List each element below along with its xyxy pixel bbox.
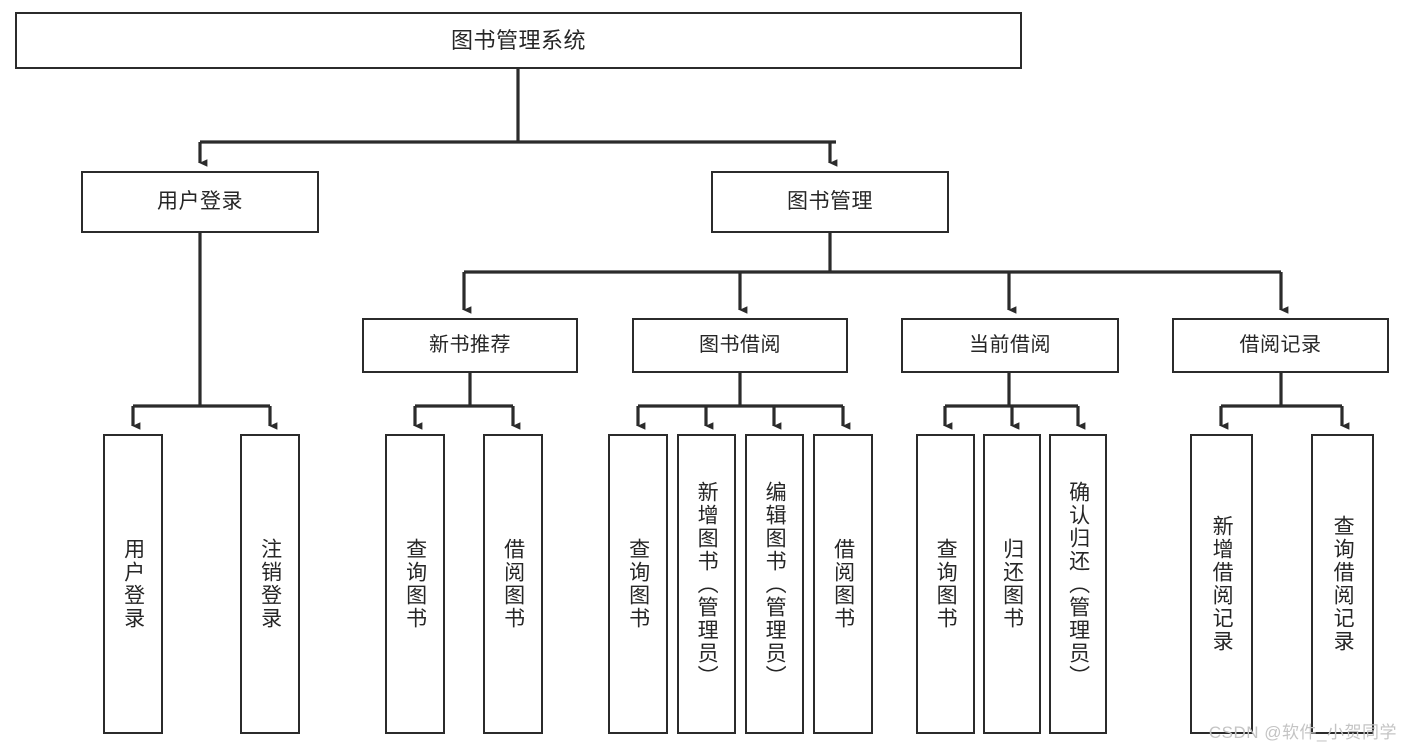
leaf-query-borrow-record-label: 查询借阅记录 xyxy=(1331,515,1355,653)
leaf-edit-book-admin-label: 编辑图书（管理员） xyxy=(763,480,787,688)
leaf-add-book-admin-label: 新增图书（管理员） xyxy=(695,480,719,688)
node-root[interactable]: 图书管理系统 xyxy=(15,12,1022,69)
leaf-logout-label: 注销登录 xyxy=(258,538,282,630)
leaf-add-borrow-record[interactable]: 新增借阅记录 xyxy=(1190,434,1253,734)
leaf-query-book-borrow-label: 查询图书 xyxy=(626,538,650,630)
leaf-return-book-label: 归还图书 xyxy=(1000,538,1024,630)
node-new-book-recommend[interactable]: 新书推荐 xyxy=(362,318,578,373)
leaf-confirm-return-admin-label: 确认归还（管理员） xyxy=(1066,480,1090,688)
leaf-query-book-current[interactable]: 查询图书 xyxy=(916,434,975,734)
leaf-edit-book-admin[interactable]: 编辑图书（管理员） xyxy=(745,434,804,734)
leaf-return-book[interactable]: 归还图书 xyxy=(983,434,1041,734)
leaf-add-book-admin[interactable]: 新增图书（管理员） xyxy=(677,434,736,734)
leaf-query-book-borrow[interactable]: 查询图书 xyxy=(608,434,668,734)
node-borrow-record[interactable]: 借阅记录 xyxy=(1172,318,1389,373)
leaf-query-book-recommend-label: 查询图书 xyxy=(403,538,427,630)
leaf-query-book-current-label: 查询图书 xyxy=(934,538,958,630)
leaf-borrow-book-recommend[interactable]: 借阅图书 xyxy=(483,434,543,734)
leaf-logout[interactable]: 注销登录 xyxy=(240,434,300,734)
leaf-add-borrow-record-label: 新增借阅记录 xyxy=(1210,515,1234,653)
leaf-user-login[interactable]: 用户登录 xyxy=(103,434,163,734)
leaf-borrow-book[interactable]: 借阅图书 xyxy=(813,434,873,734)
node-book-management[interactable]: 图书管理 xyxy=(711,171,949,233)
node-book-management-label: 图书管理 xyxy=(787,189,873,213)
node-new-book-recommend-label: 新书推荐 xyxy=(429,334,511,356)
leaf-query-book-recommend[interactable]: 查询图书 xyxy=(385,434,445,734)
leaf-borrow-book-label: 借阅图书 xyxy=(831,538,855,630)
leaf-borrow-book-recommend-label: 借阅图书 xyxy=(501,538,525,630)
node-user-login[interactable]: 用户登录 xyxy=(81,171,319,233)
node-current-borrow-label: 当前借阅 xyxy=(969,334,1051,356)
node-book-borrow-label: 图书借阅 xyxy=(699,334,781,356)
node-book-borrow[interactable]: 图书借阅 xyxy=(632,318,848,373)
leaf-user-login-label: 用户登录 xyxy=(121,538,145,630)
node-user-login-label: 用户登录 xyxy=(157,189,243,213)
leaf-query-borrow-record[interactable]: 查询借阅记录 xyxy=(1311,434,1374,734)
watermark-text: CSDN @软件_小贺同学 xyxy=(1208,723,1397,742)
leaf-confirm-return-admin[interactable]: 确认归还（管理员） xyxy=(1049,434,1107,734)
node-current-borrow[interactable]: 当前借阅 xyxy=(901,318,1119,373)
node-borrow-record-label: 借阅记录 xyxy=(1239,334,1322,356)
node-root-label: 图书管理系统 xyxy=(450,27,586,53)
